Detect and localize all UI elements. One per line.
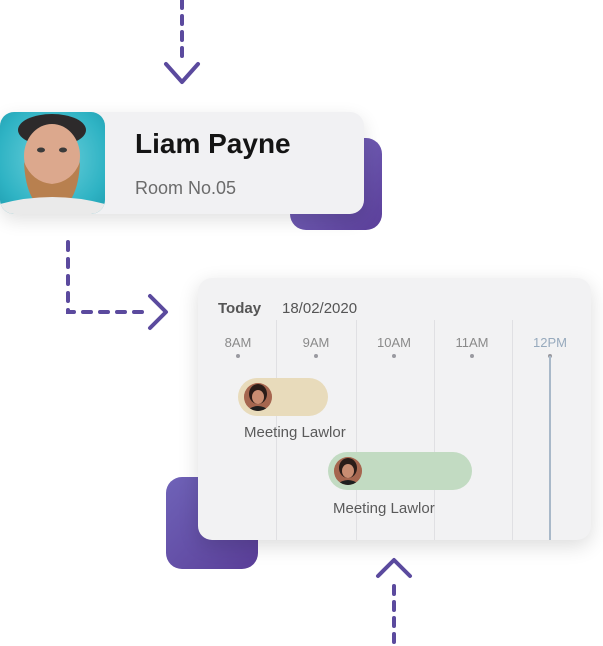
- time-label-8am: 8AM: [224, 335, 252, 350]
- profile-card[interactable]: [0, 112, 364, 214]
- grid-column-line: [434, 320, 435, 540]
- time-marker: [392, 354, 396, 358]
- time-marker: [470, 354, 474, 358]
- today-label: Today: [218, 300, 262, 317]
- grid-column-line: [356, 320, 357, 540]
- time-marker: [314, 354, 318, 358]
- date-label: 18/02/2020: [282, 300, 358, 317]
- time-label-10am: 10AM: [377, 335, 411, 350]
- calendar-card[interactable]: Today 18/02/2020 8AM 9AM 10AM 11AM 12PM …: [198, 278, 591, 540]
- time-label-9am: 9AM: [302, 335, 330, 350]
- time-label-12pm: 12PM: [533, 335, 567, 350]
- time-label-11am: 11AM: [455, 335, 489, 350]
- event-avatar: [334, 457, 362, 485]
- current-time-line: [549, 356, 551, 540]
- event-block-2[interactable]: [328, 452, 472, 490]
- arrow-right-dashed-icon: [66, 240, 168, 330]
- event-title: Meeting Lawlor: [244, 424, 346, 441]
- event-block-1[interactable]: [238, 378, 328, 416]
- avatar: [0, 112, 105, 214]
- arrow-down-dashed-icon: [164, 0, 200, 84]
- profile-name: Liam Payne: [135, 128, 291, 159]
- grid-column-line: [276, 320, 277, 540]
- event-title: Meeting Lawlor: [333, 500, 435, 517]
- event-avatar: [244, 383, 272, 411]
- grid-column-line: [512, 320, 513, 540]
- arrow-up-dashed-icon: [376, 558, 412, 646]
- room-number: Room No.05: [135, 178, 237, 198]
- time-marker: [236, 354, 240, 358]
